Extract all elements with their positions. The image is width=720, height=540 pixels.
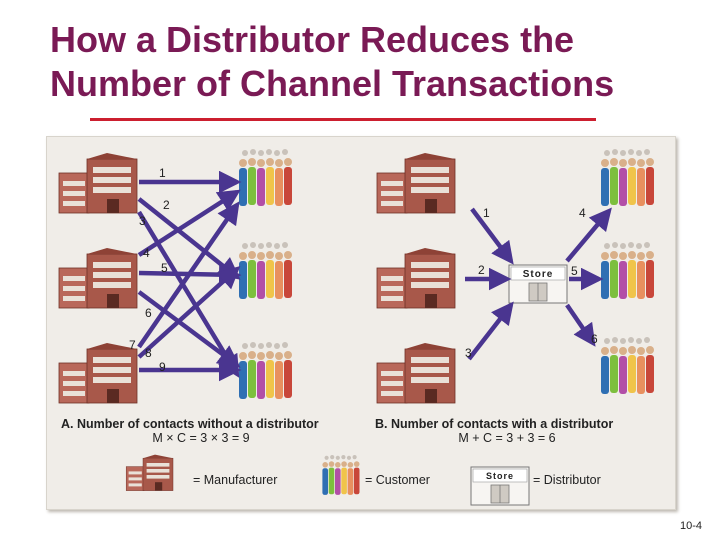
legend-distributor-icon: Store [470,466,530,506]
store-label: Store [523,269,554,280]
contact-number-a9: 9 [159,360,166,374]
manufacturer-icon-a1 [58,152,138,214]
diagram-panel: 1 2 3 4 5 6 7 8 9 Store [46,136,676,510]
contact-number-b4: 4 [579,206,586,220]
contact-number-a8: 8 [145,346,152,360]
legend-manufacturer-icon [125,454,174,491]
contact-number-b3: 3 [465,346,472,360]
diagram-canvas: 1 2 3 4 5 6 7 8 9 Store [58,149,654,506]
formula-b: M + C = 3 + 3 = 6 [458,431,556,445]
contact-number-a3: 3 [139,214,146,228]
contact-number-b2: 2 [478,263,485,277]
title-underline [90,118,596,121]
contact-number-b6: 6 [591,332,598,346]
formula-a: M × C = 3 × 3 = 9 [152,431,250,445]
legend-customer-icon [322,455,360,495]
contact-number-b5: 5 [571,264,578,278]
manufacturer-icon-b3 [376,342,456,404]
customer-icon-a3 [239,342,292,399]
contact-arrow-b4 [565,207,612,263]
contact-number-a4: 4 [143,246,150,260]
legend-distributor-label: = Distributor [533,473,601,487]
title-line-2: Number of Channel Transactions [50,63,615,104]
customer-icon-a1 [239,149,292,206]
slide-title: How a Distributor Reduces the Number of … [50,18,710,106]
contact-number-b1: 1 [483,206,490,220]
contact-arrow-b3 [467,301,514,361]
legend-store-label: Store [486,471,514,481]
contact-number-a2: 2 [163,198,170,212]
page-number: 10-4 [679,520,702,532]
customer-icon-b2 [601,242,654,299]
caption-a: A. Number of contacts without a distribu… [61,417,319,431]
contact-arrow-a6 [137,290,241,368]
caption-b: B. Number of contacts with a distributor [375,417,614,431]
contact-arrow-a7 [137,201,240,349]
customer-icon-b1 [601,149,654,206]
manufacturer-icon-a2 [58,247,138,309]
contact-arrow-b6 [565,303,596,347]
distributor-store-icon: Store [508,264,568,304]
contact-number-a6: 6 [145,306,152,320]
legend-manufacturer-label: = Manufacturer [193,473,278,487]
customer-icon-b3 [601,337,654,394]
contact-number-a1: 1 [159,166,166,180]
contact-arrow-a8 [137,265,241,359]
contact-number-a5: 5 [161,261,168,275]
title-line-1: How a Distributor Reduces the [50,19,575,60]
manufacturer-icon-b1 [376,152,456,214]
manufacturer-icon-a3 [58,342,138,404]
manufacturer-icon-b2 [376,247,456,309]
contact-number-a7: 7 [129,338,136,352]
legend-customer-label: = Customer [365,473,430,487]
customer-icon-a2 [239,242,292,299]
contact-arrow-b1 [470,207,514,265]
